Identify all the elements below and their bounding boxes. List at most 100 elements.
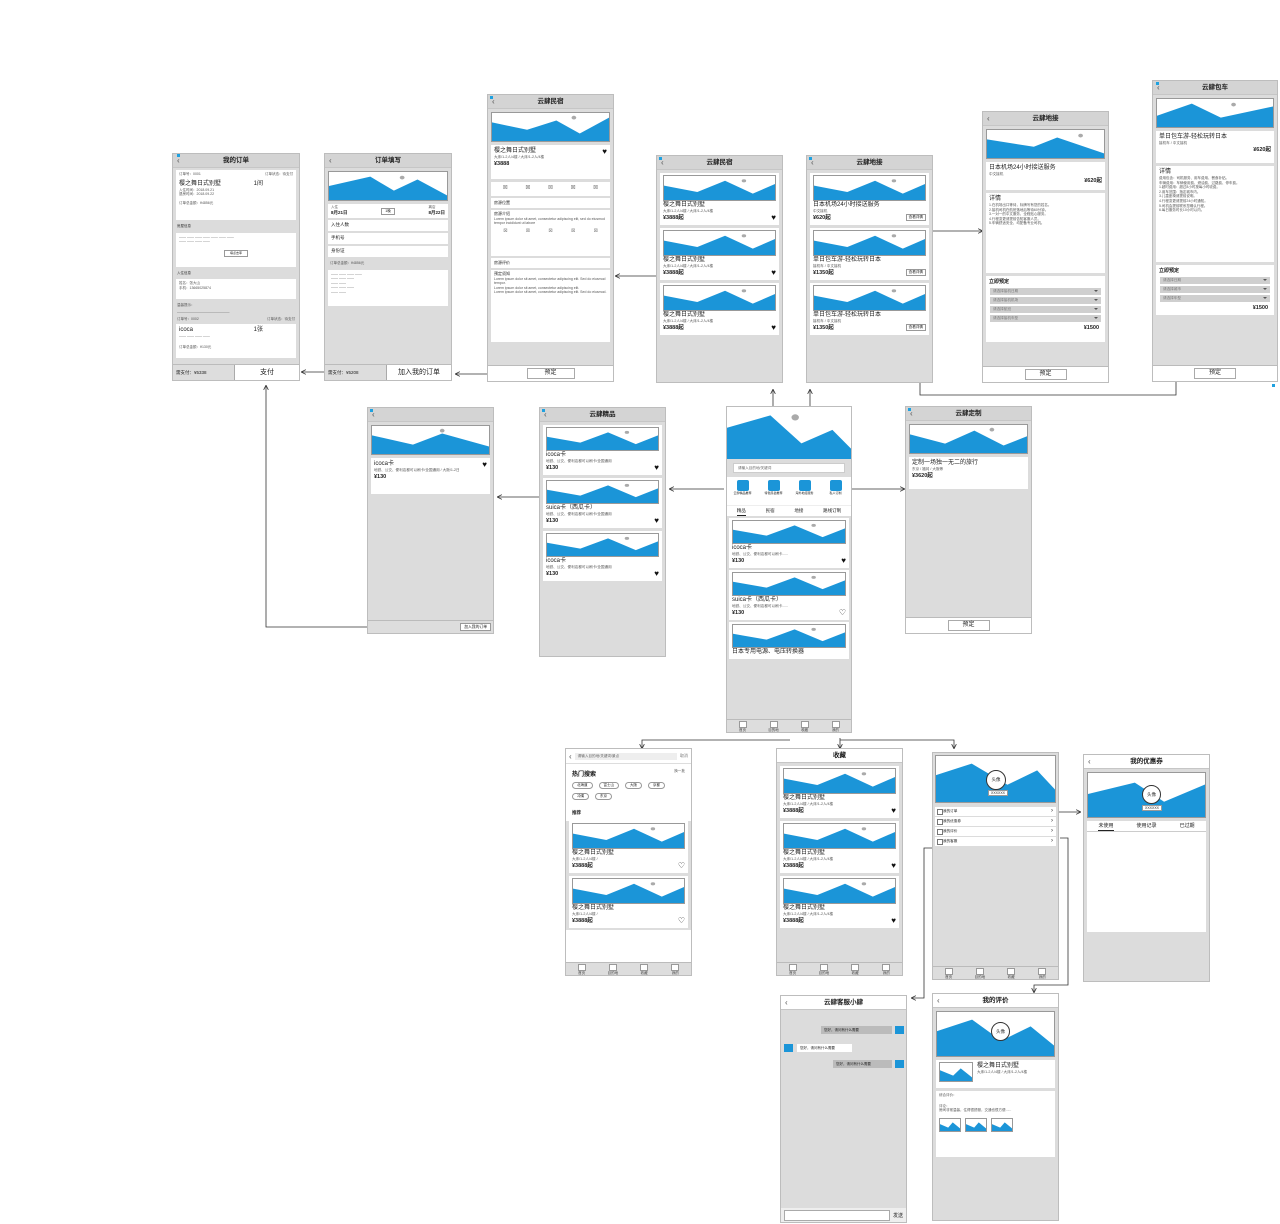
cancel-button[interactable]: 取消 <box>680 753 688 758</box>
search-input[interactable]: 请输入目的地/关键词/景点 <box>574 752 677 760</box>
book-button[interactable]: 预定 <box>1194 368 1236 379</box>
back-icon[interactable]: ‹ <box>177 156 180 165</box>
nav-tab[interactable]: 收藏 <box>840 963 871 975</box>
home-tab[interactable]: 精品 <box>736 506 746 516</box>
list-item[interactable]: 日本机场24小时接送服务中文接机¥620起查看详情 <box>810 173 929 225</box>
nav-tab[interactable]: 目的地 <box>597 963 628 975</box>
back-icon[interactable]: ‹ <box>937 996 940 1005</box>
back-icon[interactable]: ‹ <box>544 410 547 419</box>
list-item[interactable]: suica卡（西瓜卡）地铁、公交、便利店都可以刷卡......¥130♡ <box>729 570 849 620</box>
list-item[interactable]: icoca卡地铁、公交、便利店都可以刷卡......¥130♥ <box>729 518 849 568</box>
heart-icon[interactable]: ♥ <box>602 147 607 156</box>
menu-item[interactable]: 我的客服› <box>935 837 1056 846</box>
add-to-orders-button[interactable]: 加入我的订单 <box>386 365 451 380</box>
menu-item[interactable]: 我的评价› <box>935 827 1056 836</box>
home-search-input[interactable]: 请输入目的地/关键词 <box>733 463 845 473</box>
nav-tab[interactable]: 首页 <box>933 967 964 979</box>
hot-tag[interactable]: 东京 <box>595 793 612 800</box>
heart-icon[interactable]: ♥ <box>891 806 896 815</box>
hot-tag[interactable]: 富士山 <box>598 782 619 789</box>
home-tab[interactable]: 路线订制 <box>823 508 842 513</box>
back-icon[interactable]: ‹ <box>785 998 788 1007</box>
room-info-button[interactable]: 填点击率 <box>224 249 248 257</box>
category-shortcut[interactable]: 海外地接服务 <box>792 480 818 505</box>
option-select[interactable]: 请选择接机机场 <box>990 297 1101 304</box>
list-item[interactable]: 樱之舞日式别墅大床/1-2人/4楼 / 大床/1-2人/4楼¥3888起♥ <box>780 821 899 873</box>
list-item[interactable]: 单日包车游-轻松玩转日本接机车 / 中文接机¥1350起查看详情 <box>810 283 929 335</box>
phone-field[interactable]: 手机号 <box>328 233 448 244</box>
heart-icon[interactable]: ♥ <box>841 556 846 565</box>
category-shortcut[interactable]: 特色民宿推荐 <box>761 480 787 505</box>
nav-tab[interactable]: 我的 <box>871 963 902 975</box>
section-reviews[interactable]: 房源评价 <box>491 258 610 268</box>
heart-icon[interactable]: ♥ <box>891 861 896 870</box>
nav-tab[interactable]: 首页 <box>566 963 597 975</box>
nav-tab[interactable]: 我的 <box>660 963 691 975</box>
list-item[interactable]: 樱之舞日式别墅大床/1-2人/4楼 / 大床/1-2人/4楼¥3888起♥ <box>660 173 779 225</box>
nav-tab[interactable]: 收藏 <box>996 967 1027 979</box>
nav-tab[interactable]: 收藏 <box>789 720 820 732</box>
back-icon[interactable]: ‹ <box>987 114 990 123</box>
coupon-tab[interactable]: 未使用 <box>1098 823 1114 831</box>
back-icon[interactable]: ‹ <box>492 97 495 106</box>
nav-tab[interactable]: 目的地 <box>964 967 995 979</box>
detail-button[interactable]: 查看详情 <box>905 214 926 221</box>
back-icon[interactable]: ‹ <box>569 751 572 761</box>
id-card-field[interactable]: 身份证 <box>328 246 448 257</box>
back-icon[interactable]: ‹ <box>661 158 664 167</box>
book-button[interactable]: 预定 <box>1024 369 1067 380</box>
list-item[interactable]: 樱之舞日式别墅大床/1-2人/4楼 / ¥3888起♡ <box>569 876 688 928</box>
detail-button[interactable]: 查看详情 <box>905 269 926 276</box>
nav-tab[interactable]: 目的地 <box>808 963 839 975</box>
nav-tab[interactable]: 我的 <box>820 720 851 732</box>
heart-icon[interactable]: ♥ <box>654 463 659 472</box>
option-select[interactable]: 请选择日期 <box>1160 277 1270 284</box>
menu-item[interactable]: 我的优惠券› <box>935 817 1056 826</box>
nav-tab[interactable]: 首页 <box>727 720 758 732</box>
home-tab[interactable]: 民宿 <box>765 508 775 513</box>
back-icon[interactable]: ‹ <box>372 410 375 419</box>
review-photo[interactable] <box>939 1117 961 1132</box>
book-button[interactable]: 预定 <box>947 620 990 631</box>
list-item[interactable]: 日本专用电源、电压转换器 <box>729 622 849 659</box>
option-select[interactable]: 请选择车型 <box>1160 295 1270 302</box>
section-location[interactable]: 房源位置 <box>491 198 610 208</box>
heart-icon[interactable]: ♥ <box>891 916 896 925</box>
hot-tag[interactable]: 冲绳 <box>572 793 589 800</box>
reviewed-item[interactable]: 樱之舞日式别墅大床/1-2人/4楼 / 大床/1-2人/4楼 <box>936 1060 1055 1088</box>
nav-tab[interactable]: 我的 <box>1027 967 1058 979</box>
home-tab[interactable]: 地接 <box>794 508 804 513</box>
send-button[interactable]: 发送 <box>892 1212 903 1219</box>
option-select[interactable]: 请选择接机车型 <box>990 315 1101 322</box>
heart-icon[interactable]: ♥ <box>771 268 776 277</box>
list-item[interactable]: icoca卡地铁、公交、便利店都可以刷卡/全国通用¥130♥ <box>543 531 662 581</box>
chat-input[interactable] <box>784 1209 890 1221</box>
review-photo[interactable] <box>991 1117 1013 1132</box>
heart-icon[interactable]: ♥ <box>771 213 776 222</box>
nav-tab[interactable]: 目的地 <box>758 720 789 732</box>
heart-icon[interactable]: ♥ <box>482 460 487 469</box>
guest-count-field[interactable]: 入住人数 <box>328 220 448 231</box>
option-select[interactable]: 请选择接机日期 <box>990 288 1101 295</box>
list-item[interactable]: 樱之舞日式别墅大床/1-2人/4楼 / 大床/1-2人/4楼¥3888起♥ <box>780 766 899 818</box>
list-item[interactable]: 单日包车游-轻松玩转日本接机车 / 中文接机¥1350起查看详情 <box>810 228 929 280</box>
menu-item[interactable]: 我的订单› <box>935 807 1056 816</box>
list-item[interactable]: 樱之舞日式别墅大床/1-2人/4楼 / 大床/1-2人/4楼¥3888起♥ <box>780 876 899 928</box>
option-select[interactable]: 请选择城市 <box>1160 286 1270 293</box>
book-button[interactable]: 预定 <box>526 368 575 379</box>
heart-icon[interactable]: ♥ <box>654 569 659 578</box>
hot-tag[interactable]: 北海道 <box>572 782 593 789</box>
list-item[interactable]: 樱之舞日式别墅大床/1-2人/4楼 / 大床/1-2人/4楼¥3888起♥ <box>660 283 779 335</box>
nav-tab[interactable]: 首页 <box>777 963 808 975</box>
list-item[interactable]: icoca卡地铁、公交、便利店都可以刷卡/全国通用¥130♥ <box>543 425 662 475</box>
back-icon[interactable]: ‹ <box>910 409 913 418</box>
avatar[interactable]: 头像 <box>986 770 1006 790</box>
back-icon[interactable]: ‹ <box>1157 83 1160 92</box>
heart-icon[interactable]: ♡ <box>677 916 685 925</box>
nav-tab[interactable]: 收藏 <box>629 963 660 975</box>
hot-tag[interactable]: 大阪 <box>625 782 642 789</box>
back-icon[interactable]: ‹ <box>811 158 814 167</box>
